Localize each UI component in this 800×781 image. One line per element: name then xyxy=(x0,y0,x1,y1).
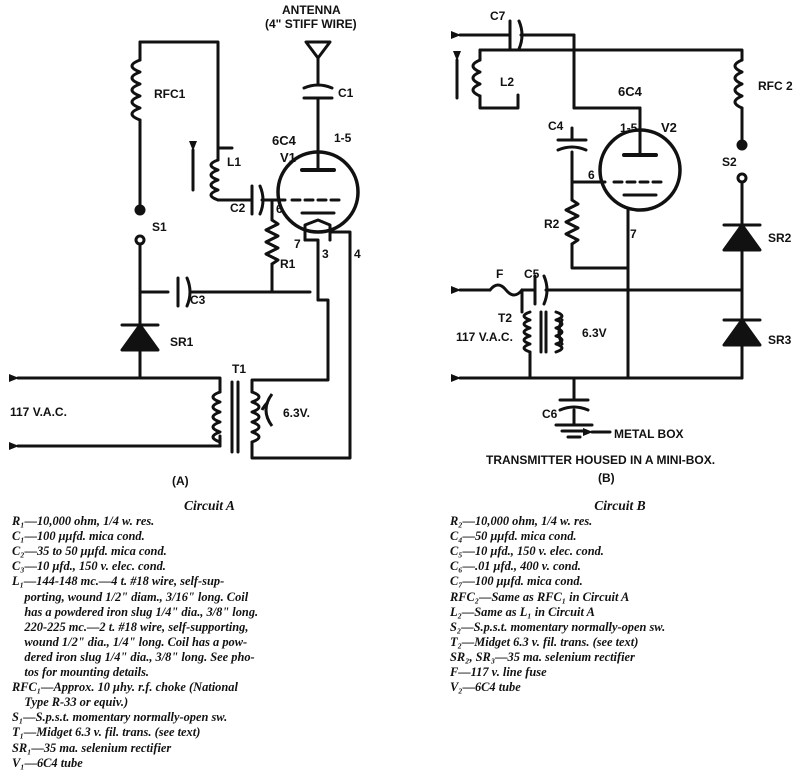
t1-label: T1 xyxy=(232,362,246,376)
circuit-a xyxy=(8,40,360,460)
parts-line: Type R-33 or equiv.) xyxy=(12,695,129,710)
sr3-label: SR3 xyxy=(768,333,792,347)
c6-label: C6 xyxy=(542,407,558,421)
parts-line: C₃—10 μfd., 150 v. elec. cond. xyxy=(12,559,166,574)
parts-line: RFC₂—Same as RFC₁ in Circuit A xyxy=(450,589,630,604)
circuit-b xyxy=(451,19,762,439)
schematic-diagrams: ANTENNA (4" STIFF WIRE) RFC1 C1 L1 C2 C3… xyxy=(8,3,793,488)
parts-line: has a powdered iron slug 1/4" dia., 3/8"… xyxy=(12,604,259,619)
parts-line: C₄—50 μμfd. mica cond. xyxy=(450,529,577,544)
parts-list-circuit-b: Circuit B R₂—10,000 ohm, 1/4 w. res. C₄—… xyxy=(450,498,790,695)
c1-label: C1 xyxy=(338,86,354,100)
pin-7-b: 7 xyxy=(630,227,637,241)
parts-line: porting, wound 1/2" diam., 3/16" long. C… xyxy=(12,589,249,604)
sr1-label: SR1 xyxy=(170,335,194,349)
volt-63-label-a: 6.3V. xyxy=(283,406,310,420)
pin-15-b: 1-5 xyxy=(620,121,638,135)
parts-line: V₂—6C4 tube xyxy=(450,680,521,695)
tube-ref-a: V1 xyxy=(280,150,296,165)
parts-line: S₁—S.p.s.t. momentary normally-open sw. xyxy=(12,710,228,725)
housed-note: TRANSMITTER HOUSED IN A MINI-BOX. xyxy=(486,453,715,467)
rfc1-coil xyxy=(130,58,142,122)
parts-line: F—117 v. line fuse xyxy=(450,665,547,680)
parts-line: wound 1/2" dia., 1/4" long. Coil has a p… xyxy=(12,634,248,649)
pin-6-b: 6 xyxy=(588,168,595,182)
c7-label: C7 xyxy=(490,9,506,23)
sr1-diode xyxy=(120,323,160,352)
c5-label: C5 xyxy=(524,267,540,281)
r2-resistor xyxy=(564,198,580,246)
caption-a: (A) xyxy=(172,474,189,488)
vac-label-a: 117 V.A.C. xyxy=(10,405,67,419)
l1-label: L1 xyxy=(227,155,241,169)
c3-label: C3 xyxy=(190,293,206,307)
c4-label: C4 xyxy=(548,119,564,133)
sr2-diode xyxy=(722,223,762,252)
tube-type-b: 6C4 xyxy=(618,84,643,99)
rfc1-label: RFC1 xyxy=(154,87,186,101)
metal-box-label: METAL BOX xyxy=(614,427,684,441)
parts-line: SR₂, SR₃—35 ma. selenium rectifier xyxy=(450,649,635,664)
rfc2-label: RFC 2 xyxy=(758,79,793,93)
s1-label: S1 xyxy=(152,220,167,234)
parts-line: L₂—Same as L₁ in Circuit A xyxy=(450,604,595,619)
parts-list-circuit-a: Circuit A R₁—10,000 ohm, 1/4 w. res. C₁—… xyxy=(12,498,407,771)
parts-line: dered iron slug 1/4" dia., 3/8" long. Se… xyxy=(12,649,255,664)
antenna-note: (4" STIFF WIRE) xyxy=(265,17,357,31)
parts-line: T₂—Midget 6.3 v. fil. trans. (see text) xyxy=(450,634,639,649)
parts-title-a: Circuit A xyxy=(184,498,235,513)
parts-line: C₅—10 μfd., 150 v. elec. cond. xyxy=(450,544,604,559)
sr2-label: SR2 xyxy=(768,231,792,245)
s1-switch-contact xyxy=(134,204,146,216)
pin-4-a: 4 xyxy=(354,247,361,261)
parts-line: SR₁—35 ma. selenium rectifier xyxy=(12,740,172,755)
antenna-icon xyxy=(304,40,332,60)
tube-ref-b: V2 xyxy=(661,120,677,135)
parts-title-b: Circuit B xyxy=(594,498,646,513)
parts-line: C₇—100 μμfd. mica cond. xyxy=(450,574,583,589)
s2-label: S2 xyxy=(722,155,737,169)
parts-line: RFC₁—Approx. 10 μhy. r.f. choke (Nationa… xyxy=(12,680,238,695)
pin-15-a: 1-5 xyxy=(334,131,352,145)
parts-line: L₁—144-148 mc.—4 t. #18 wire, self-sup- xyxy=(12,574,225,589)
l1-coil xyxy=(209,158,220,202)
l2-label: L2 xyxy=(500,75,514,89)
pin-3-a: 3 xyxy=(322,247,329,261)
c2-label: C2 xyxy=(230,201,246,215)
parts-line: T₁—Midget 6.3 v. fil. trans. (see text) xyxy=(12,725,201,740)
sr3-diode xyxy=(722,318,762,347)
fuse-label: F xyxy=(496,267,503,281)
parts-line: V₁—6C4 tube xyxy=(12,755,83,770)
volt-63-label-b: 6.3V xyxy=(582,326,607,340)
r1-resistor xyxy=(264,218,280,266)
caption-b: (B) xyxy=(598,471,615,485)
t2-label: T2 xyxy=(498,311,512,325)
parts-line: R₁—10,000 ohm, 1/4 w. res. xyxy=(12,514,155,529)
pin-6-a: 6 xyxy=(276,202,283,216)
parts-line: S₂—S.p.s.t. momentary normally-open sw. xyxy=(450,619,666,634)
parts-line: C₁—100 μμfd. mica cond. xyxy=(12,529,145,544)
t1-transformer xyxy=(211,390,222,444)
parts-line: 220-225 mc.—2 t. #18 wire, self-supporti… xyxy=(12,619,249,634)
tube-type-a: 6C4 xyxy=(272,133,297,148)
t2-transformer xyxy=(522,310,532,354)
parts-line: tos for mounting details. xyxy=(12,665,150,680)
parts-line: R₂—10,000 ohm, 1/4 w. res. xyxy=(450,514,593,529)
fuse xyxy=(488,283,524,297)
r1-label: R1 xyxy=(280,257,296,271)
l2-coil xyxy=(471,58,482,98)
vac-label-b: 117 V.A.C. xyxy=(456,330,513,344)
parts-line: C₆—.01 μfd., 400 v. cond. xyxy=(450,559,581,574)
pin-7-a: 7 xyxy=(294,237,301,251)
r2-label: R2 xyxy=(544,217,560,231)
antenna-label: ANTENNA xyxy=(282,3,341,17)
parts-line: C₂—35 to 50 μμfd. mica cond. xyxy=(12,544,167,559)
rfc2-coil xyxy=(733,58,744,110)
